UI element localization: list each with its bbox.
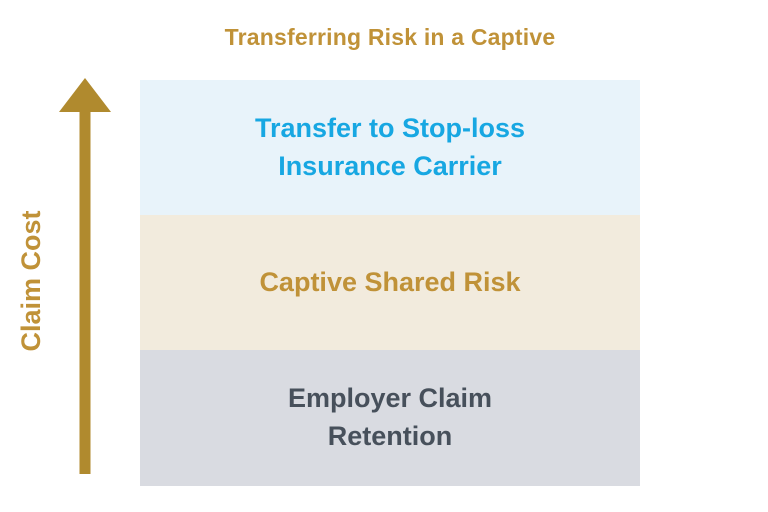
layer-employer-claim-retention: Employer Claim Retention	[140, 350, 640, 486]
layer-captive-shared-risk-label: Captive Shared Risk	[259, 266, 521, 297]
claim-cost-axis-label: Claim Cost	[16, 210, 46, 352]
layer-stop-loss-label: Transfer to Stop-loss Insurance Carrier	[254, 112, 526, 181]
risk-layer-stack: Transfer to Stop-loss Insurance Carrier …	[140, 80, 640, 486]
layer-captive-shared-risk: Captive Shared Risk	[140, 215, 640, 350]
layer-employer-claim-retention-label: Employer Claim Retention	[287, 383, 493, 451]
page-title: Transferring Risk in a Captive	[224, 24, 556, 50]
up-arrow-icon	[59, 78, 111, 474]
layer-stop-loss: Transfer to Stop-loss Insurance Carrier	[140, 80, 640, 215]
